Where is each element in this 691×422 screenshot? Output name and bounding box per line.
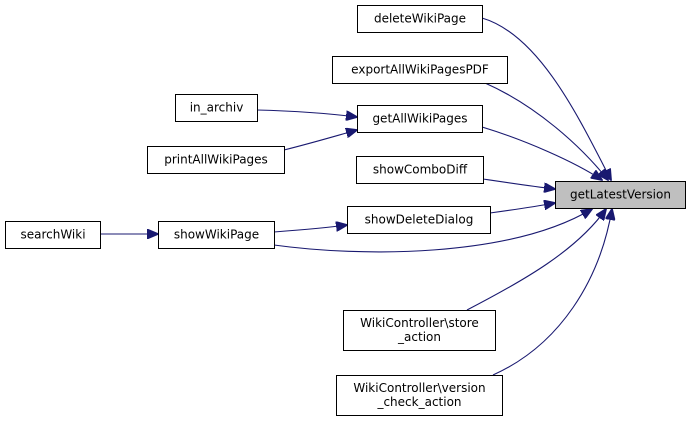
edge-version_check_action-to-getLatestVersion [492,209,612,376]
node-label: _action [397,330,441,344]
node-box [158,221,275,249]
edge-exportAllWikiPagesPDF-to-getLatestVersion [484,82,608,180]
node-label: searchWiki [20,228,85,242]
node-label: in_archiv [190,101,244,115]
node-box [347,206,491,234]
edge-store_action-to-getLatestVersion [466,209,606,311]
node-label: showComboDiff [373,163,468,177]
node-in_archiv[interactable]: in_archiv [175,94,258,122]
edge-printAllWikiPages-to-getAllWikiPages [283,130,357,151]
node-exportAllWikiPagesPDF[interactable]: exportAllWikiPagesPDF [332,56,508,84]
node-label: getLatestVersion [570,188,671,202]
node-version_check_action[interactable]: WikiController\version_check_action [336,375,503,416]
node-deleteWikiPage[interactable]: deleteWikiPage [357,5,483,33]
node-box [336,375,503,416]
node-showWikiPage[interactable]: showWikiPage [158,221,275,249]
node-label: _check_action [376,395,461,409]
edge-getAllWikiPages-to-getLatestVersion [481,126,602,180]
node-label: showDeleteDialog [365,213,474,227]
node-label: showWikiPage [174,228,259,242]
node-box [5,221,101,249]
node-getAllWikiPages[interactable]: getAllWikiPages [357,105,483,133]
node-box [147,146,285,174]
node-label: deleteWikiPage [374,12,466,26]
node-box [357,5,483,33]
nodes: getLatestVersion deleteWikiPage exportAllW… [5,5,686,416]
node-store_action[interactable]: WikiController\store_action [343,310,496,351]
node-getLatestVersion[interactable]: getLatestVersion [555,181,686,209]
edge-deleteWikiPage-to-getLatestVersion [481,17,611,180]
node-box [357,105,483,133]
edge-showDeleteDialog-to-getLatestVersion [489,203,555,214]
node-showComboDiff[interactable]: showComboDiff [356,156,484,184]
node-box [332,56,508,84]
node-label: printAllWikiPages [164,153,268,167]
node-showDeleteDialog[interactable]: showDeleteDialog [347,206,491,234]
node-label: WikiController\store [360,316,479,330]
node-label: WikiController\version [353,381,485,395]
node-box [555,181,686,209]
node-box [356,156,484,184]
edge-in_archiv-to-getAllWikiPages [256,109,357,117]
edge-showWikiPage-to-showDeleteDialog [273,225,347,233]
node-label: exportAllWikiPagesPDF [351,63,489,77]
edge-showWikiPage-to-getLatestVersion [273,209,592,253]
node-printAllWikiPages[interactable]: printAllWikiPages [147,146,285,174]
node-box [175,94,258,122]
edges [100,17,612,376]
node-box [343,310,496,351]
node-label: getAllWikiPages [372,112,467,126]
node-searchWiki[interactable]: searchWiki [5,221,101,249]
edge-showComboDiff-to-getLatestVersion [482,178,555,189]
